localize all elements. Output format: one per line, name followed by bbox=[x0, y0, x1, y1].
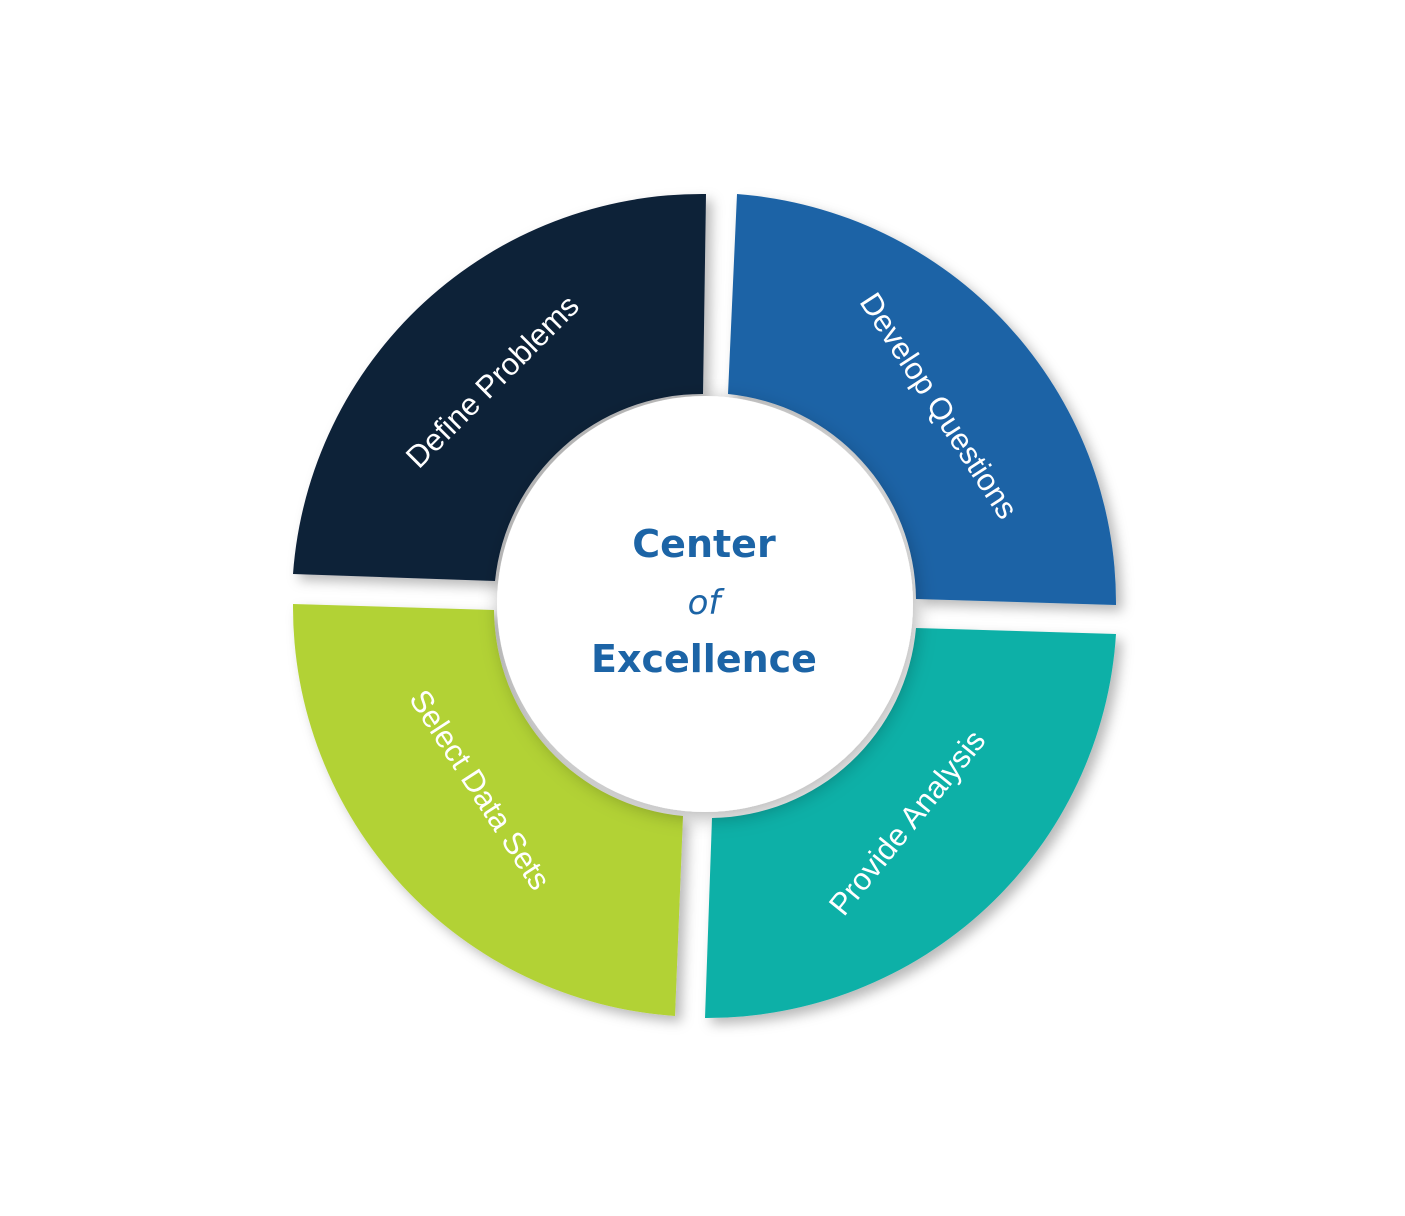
segment-define-problems: Define Problems bbox=[293, 193, 706, 582]
segment-develop-questions-shape bbox=[728, 194, 1117, 605]
center-title-line1: Center bbox=[632, 522, 776, 566]
center-title-line3: Excellence bbox=[591, 637, 817, 681]
center-title-line2: of bbox=[688, 583, 726, 623]
segment-develop-questions: Develop Questions bbox=[728, 194, 1117, 605]
segment-select-data-sets-shape bbox=[292, 604, 683, 1016]
segment-define-problems-shape bbox=[293, 193, 706, 582]
segment-select-data-sets: Select Data Sets bbox=[292, 604, 683, 1016]
segment-provide-analysis-shape bbox=[705, 628, 1116, 1019]
center-disc-face bbox=[499, 398, 911, 810]
